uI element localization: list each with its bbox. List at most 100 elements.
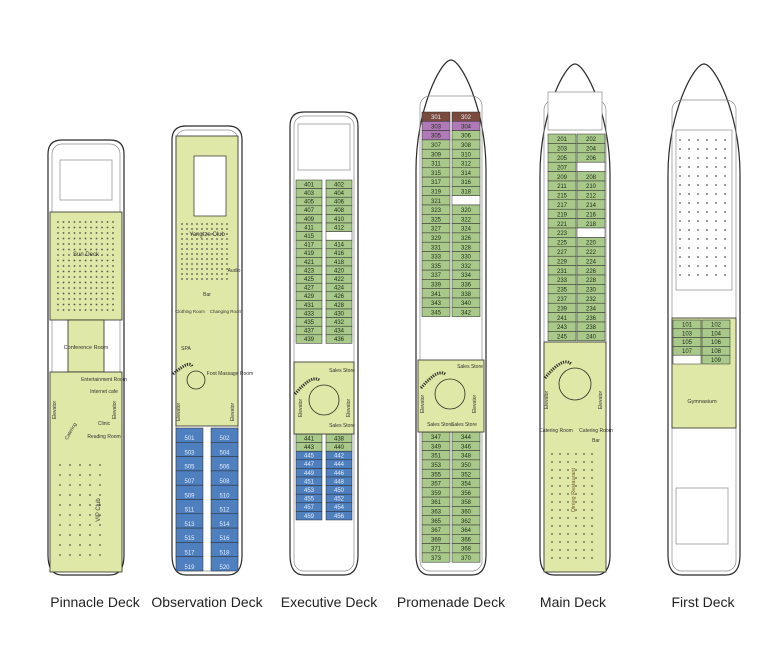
main-elevator-right-label: Elevator	[598, 390, 604, 409]
cabin-number-219: 219	[557, 212, 568, 218]
sun-deck-loungers	[68, 248, 70, 251]
cabin-number-243: 243	[557, 325, 568, 331]
cabin-number-307: 307	[431, 143, 442, 149]
cabin-number-449: 449	[304, 471, 315, 477]
sun-deck-loungers	[84, 265, 87, 267]
cabin-number-220: 220	[586, 241, 597, 247]
cabin-number-340: 340	[461, 301, 472, 307]
yangtze-club-seating	[196, 263, 198, 265]
sun-deck-loungers	[90, 237, 92, 240]
cabin-number-319: 319	[431, 190, 442, 196]
dining-tables	[575, 501, 577, 503]
first-machinery	[688, 148, 690, 150]
first-machinery	[724, 220, 726, 222]
cabin-number-318: 318	[461, 190, 472, 196]
cabin-number-501: 501	[184, 436, 195, 442]
first-machinery	[679, 202, 681, 204]
first-machinery	[715, 256, 717, 258]
first-machinery	[679, 184, 681, 186]
pinnacle-elevator-right-label: Elevator	[112, 400, 118, 419]
dining-tables	[591, 485, 593, 487]
sun-deck-loungers	[101, 265, 103, 267]
sun-deck-loungers	[62, 254, 65, 256]
dining-tables	[591, 509, 593, 511]
first-machinery	[688, 139, 690, 141]
sun-deck-loungers	[57, 265, 59, 267]
cabin-number-325: 325	[431, 217, 442, 223]
sun-deck-loungers	[84, 259, 87, 262]
sun-deck-loungers	[90, 298, 92, 300]
sun-deck-loungers	[62, 292, 65, 295]
first-machinery	[697, 256, 699, 258]
cabin-number-404: 404	[334, 191, 345, 197]
pinnacle-club-tables	[59, 474, 61, 476]
dining-tables	[591, 461, 593, 463]
sun-deck-loungers	[73, 292, 76, 295]
pinnacle-club-tables	[69, 504, 71, 506]
first-machinery	[715, 211, 717, 213]
yangtze-club-seating	[226, 268, 228, 270]
pinnacle-lower-public	[49, 371, 123, 573]
first-machinery	[688, 157, 690, 159]
first-machinery	[679, 274, 681, 276]
dining-tables	[551, 541, 553, 543]
first-machinery	[724, 238, 726, 240]
cabin-empty	[451, 195, 481, 206]
yangtze-club-seating	[196, 223, 198, 225]
cabin-number-506: 506	[219, 465, 230, 471]
pinnacle-club-tables	[79, 494, 81, 496]
yangtze-club-seating	[191, 258, 193, 260]
pinnacle-club-tables	[89, 524, 91, 526]
sun-deck-loungers	[112, 248, 114, 251]
cabin-number-367: 367	[431, 528, 442, 534]
cabin-number-314: 314	[461, 171, 472, 177]
yangtze-club-seating	[211, 243, 213, 245]
sun-deck-loungers	[106, 221, 109, 223]
sun-deck-loungers	[79, 232, 81, 234]
sun-deck-loungers	[106, 248, 109, 251]
dining-tables	[583, 517, 585, 519]
first-machinery	[706, 265, 708, 267]
cabin-436	[325, 334, 353, 344]
first-machinery	[688, 229, 690, 231]
cabin-245	[547, 331, 577, 342]
cabin-number-362: 362	[461, 519, 472, 525]
yangtze-club-seating	[221, 278, 223, 280]
sun-deck-loungers	[62, 303, 65, 306]
pinnacle-club-tables	[69, 514, 71, 516]
yangtze-club-seating	[206, 273, 208, 275]
cabin-number-352: 352	[461, 472, 472, 478]
dining-tables	[551, 469, 553, 471]
cabin-number-233: 233	[557, 278, 568, 284]
cabin-number-520: 520	[219, 565, 230, 571]
first-machinery	[724, 202, 726, 204]
yangtze-club-seating	[186, 273, 188, 275]
yangtze-club-seating	[191, 233, 193, 235]
cabin-number-323: 323	[431, 208, 442, 214]
dining-tables	[583, 477, 585, 479]
cabin-number-230: 230	[586, 288, 597, 294]
yangtze-club-seating	[191, 238, 193, 240]
executive-forward-area	[297, 123, 351, 171]
first-machinery	[688, 247, 690, 249]
cabin-number-504: 504	[219, 450, 230, 456]
sun-deck-loungers	[57, 226, 59, 229]
dining-tables	[583, 533, 585, 535]
dining-tables	[567, 501, 569, 503]
dining-tables	[559, 549, 561, 551]
sun-deck-loungers	[95, 248, 98, 251]
cabin-number-225: 225	[557, 241, 568, 247]
cabin-number-359: 359	[431, 491, 442, 497]
first-machinery	[724, 193, 726, 195]
cabin-number-455: 455	[304, 497, 315, 503]
pinnacle-club-tables	[69, 464, 71, 466]
first-machinery	[706, 256, 708, 258]
cabin-number-514: 514	[219, 522, 230, 528]
dining-tables	[591, 501, 593, 503]
dining-tables	[583, 557, 585, 559]
executive-atrium-stair	[293, 377, 322, 395]
executive-sales-store-label: Sales Store	[329, 368, 355, 374]
dining-tables	[559, 469, 561, 471]
sun-deck-loungers	[84, 232, 87, 234]
first-machinery	[715, 220, 717, 222]
